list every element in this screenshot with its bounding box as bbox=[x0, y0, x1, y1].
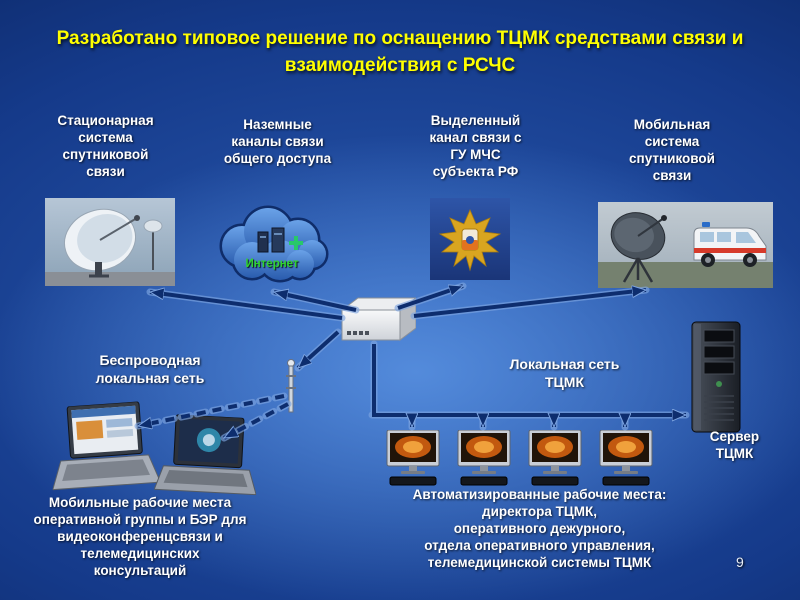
caption-line: отдела оперативного управления, bbox=[424, 538, 655, 553]
desktop-workstation-2 bbox=[453, 429, 515, 486]
label-dedicated-channel: Выделенный канал связи с ГУ МЧС субъекта… bbox=[413, 112, 538, 180]
laptop-workstation-2 bbox=[153, 413, 260, 500]
caption-automated-workplaces: Автоматизированные рабочие места: директ… bbox=[382, 486, 697, 571]
caption-line: консультаций bbox=[93, 563, 187, 578]
laptop-icon bbox=[52, 401, 161, 491]
desktop-workstation-4 bbox=[595, 429, 657, 486]
caption-line: оперативного дежурного, bbox=[453, 521, 626, 536]
stationary-satellite-photo bbox=[45, 198, 175, 286]
label-line: ТЦМК bbox=[715, 446, 754, 461]
caption-mobile-workplaces: Мобильные рабочие места оперативной груп… bbox=[14, 494, 266, 579]
label-line: система bbox=[644, 134, 700, 149]
label-line: Наземные bbox=[243, 117, 312, 132]
desktop-workstation-1 bbox=[382, 429, 444, 486]
mchs-emblem-image bbox=[430, 198, 510, 280]
monitor-icon bbox=[386, 429, 440, 486]
server-icon bbox=[691, 321, 741, 433]
label-line: общего доступа bbox=[223, 151, 332, 166]
laptop-workstation-1 bbox=[47, 400, 161, 495]
monitor-icon bbox=[457, 429, 511, 486]
label-line: ТЦМК bbox=[545, 373, 584, 390]
router-device bbox=[330, 296, 416, 344]
title-line: Разработано типовое решение по оснащению… bbox=[56, 28, 744, 49]
monitor-icon bbox=[528, 429, 582, 486]
caption-line: телемедицинских bbox=[80, 546, 200, 561]
label-line: связи bbox=[86, 164, 125, 179]
server-tower-icon bbox=[680, 320, 750, 436]
internet-cloud: Интернет bbox=[208, 198, 336, 290]
label-line: Сервер bbox=[709, 429, 760, 444]
desktop-workstation-3 bbox=[524, 429, 586, 486]
laptop-icon bbox=[153, 413, 257, 496]
page-number: 9 bbox=[736, 554, 744, 570]
label-line: Стационарная bbox=[57, 113, 154, 128]
label-line: локальная сеть bbox=[95, 369, 205, 386]
label-line: спутниковой bbox=[62, 147, 149, 162]
label-line: Выделенный bbox=[430, 113, 521, 128]
cloud-icon bbox=[219, 205, 329, 283]
satellite-dish-icon bbox=[45, 198, 175, 286]
label-mobile-satellite: Мобильная система спутниковой связи bbox=[612, 116, 732, 184]
caption-line: телемедицинской системы ТЦМК bbox=[427, 555, 652, 570]
caption-line: Автоматизированные рабочие места: bbox=[412, 487, 667, 502]
label-stationary-satellite: Стационарная система спутниковой связи bbox=[38, 112, 173, 180]
label-line: канал связи с bbox=[429, 130, 522, 145]
caption-line: видеоконференцсвязи и bbox=[57, 529, 223, 544]
label-local-network: Локальная сеть ТЦМК bbox=[492, 356, 637, 391]
label-wireless-lan: Беспроводная локальная сеть bbox=[70, 352, 230, 387]
internet-label: Интернет bbox=[245, 258, 299, 270]
router-icon bbox=[340, 297, 416, 341]
title-line: взаимодействия с РСЧС bbox=[284, 54, 516, 76]
label-line: Беспроводная bbox=[99, 352, 201, 368]
label-line: Мобильная bbox=[633, 117, 711, 132]
caption-line: Мобильные рабочие места bbox=[48, 495, 232, 510]
mobile-satellite-photo bbox=[598, 202, 773, 288]
label-line: связи bbox=[652, 168, 692, 183]
antenna-icon bbox=[286, 359, 296, 413]
label-server: Сервер ТЦМК bbox=[692, 428, 777, 462]
label-line: каналы связи bbox=[231, 134, 324, 149]
slide-title: Разработано типовое решение по оснащению… bbox=[0, 26, 800, 79]
caption-line: директора ТЦМК, bbox=[482, 504, 597, 519]
label-line: спутниковой bbox=[629, 151, 715, 166]
label-line: Локальная сеть bbox=[509, 356, 620, 372]
emblem-icon bbox=[430, 198, 510, 280]
label-ground-channels: Наземные каналы связи общего доступа bbox=[215, 116, 340, 167]
monitor-icon bbox=[599, 429, 653, 486]
dish-and-ambulance-icon bbox=[598, 202, 773, 288]
label-line: ГУ МЧС bbox=[450, 147, 501, 162]
wifi-antenna-icon bbox=[278, 358, 304, 418]
label-line: система bbox=[78, 130, 133, 145]
label-line: субъекта РФ bbox=[432, 164, 519, 179]
caption-line: оперативной группы и БЭР для bbox=[33, 512, 247, 527]
